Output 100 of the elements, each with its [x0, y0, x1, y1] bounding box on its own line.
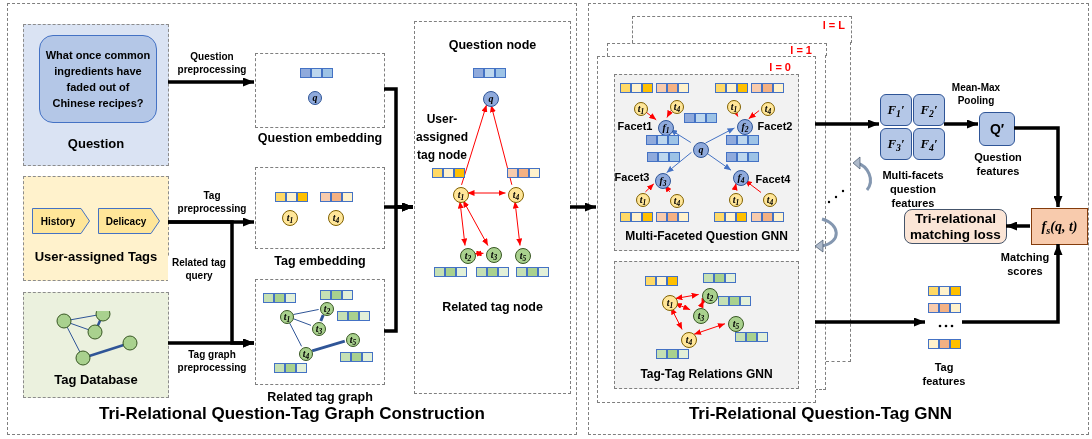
graph-edge: [311, 339, 346, 353]
feature-tile: F$_{1}$′: [880, 94, 912, 126]
graph-edge: [292, 318, 312, 326]
arrow: [693, 323, 726, 335]
arrow: [748, 110, 760, 120]
graph-edge: [288, 322, 303, 347]
arrow: [384, 202, 413, 333]
arrow: [462, 199, 489, 247]
panel-title: User-assigned Tags: [33, 247, 159, 266]
tag-node: t$_{1}$: [729, 193, 743, 207]
tag-node: t$_{3}$: [693, 308, 709, 324]
arrow: [467, 190, 506, 196]
arrow: [644, 183, 655, 193]
arrow: [570, 202, 596, 212]
tags-panel: [23, 176, 169, 281]
node-label: Question features: [973, 150, 1023, 178]
feature-tile: F$_{4}$′: [913, 128, 945, 160]
arrow: [490, 104, 513, 186]
facet-label: Facet3: [613, 170, 651, 184]
tag-node: t$_{5}$: [515, 248, 531, 264]
arrow: [744, 179, 762, 193]
tag-node: t$_{3}$: [312, 322, 326, 336]
loss-box: Tri-relational matching loss: [904, 209, 1007, 244]
question-node: q: [308, 91, 322, 105]
tag-chevron: History: [32, 208, 90, 234]
arrow: [1006, 221, 1030, 231]
section-label: Related tag node: [441, 299, 544, 316]
arrow: [461, 104, 488, 186]
arrow: [962, 244, 1063, 324]
facet-node: f$_{4}$: [733, 170, 749, 186]
graph-edge: [319, 314, 325, 322]
tag-node: t$_{4}$: [670, 100, 684, 114]
facet-label: Facet2: [757, 119, 793, 133]
tag-node: t$_{1}$: [727, 100, 741, 114]
arrow: [664, 184, 672, 193]
tag-node: t$_{1}$: [636, 193, 650, 207]
arrow: [815, 119, 879, 129]
question-panel: [23, 24, 169, 166]
tag-database-panel: [23, 292, 169, 398]
tag-node: t$_{2}$: [460, 248, 476, 264]
feature-tile: F$_{2}$′: [913, 94, 945, 126]
tag-node: t$_{4}$: [299, 347, 313, 361]
question-node: q: [693, 142, 709, 158]
graph-edge: [292, 308, 320, 316]
tag-node: t$_{4}$: [328, 210, 344, 226]
arrow: [666, 109, 673, 118]
question-bubble: What once common ingredients have faded out of Chinese recipes?: [39, 35, 157, 123]
node-label: Matching scores: [999, 250, 1051, 278]
layer-label: l = 0: [769, 60, 791, 75]
node-label: Tag features: [921, 360, 967, 388]
tag-node: t$_{5}$: [346, 333, 360, 347]
arrow: [674, 292, 700, 301]
panel-title: Question: [66, 134, 126, 153]
tag-node: t$_{2}$: [702, 288, 718, 304]
gnn-module-panel: [614, 261, 799, 389]
tag-node: t$_{1}$: [280, 310, 294, 324]
tag-node: t$_{4}$: [681, 332, 697, 348]
tag-node: t$_{1}$: [453, 187, 469, 203]
tag-node: t$_{4}$: [763, 193, 777, 207]
tag-node: t$_{1}$: [282, 210, 298, 226]
panel-title: Tri-Relational Question-Tag GNN: [687, 402, 954, 425]
caption: Multi-facets question features: [881, 168, 945, 210]
panel-title: Tag-Tag Relations GNN: [639, 366, 774, 383]
section-label: User-assigned tag node: [415, 111, 469, 164]
feature-tile: F$_{3}$′: [880, 128, 912, 160]
facet-node: f$_{2}$: [737, 119, 753, 135]
tag-node: t$_{1}$: [634, 102, 648, 116]
arrow: [705, 127, 735, 144]
facet-node: f$_{1}$: [658, 120, 674, 136]
gnn-panel: [588, 3, 1089, 435]
arrow: [474, 250, 484, 257]
arrow: [666, 151, 692, 174]
facet-label: Facet4: [755, 172, 791, 186]
question-node: q: [483, 91, 499, 107]
facet-label: Facet1: [616, 119, 654, 133]
layer-card: [597, 56, 816, 403]
tag-node: t$_{3}$: [486, 247, 502, 263]
layer-card: l = L: [632, 16, 852, 43]
tag-chevron: Delicacy: [98, 208, 160, 234]
arrow: [457, 200, 468, 247]
arrow: [731, 182, 738, 191]
tag-node: t$_{4}$: [508, 187, 524, 203]
tag-node: t$_{5}$: [728, 316, 744, 332]
panel-title: Question embedding: [256, 130, 384, 148]
panel-title: Multi-Faceted Question GNN: [624, 228, 789, 245]
tag-node: t$_{2}$: [320, 302, 334, 316]
tag-node: t$_{4}$: [761, 102, 775, 116]
panel-title: Tag Database: [53, 370, 139, 389]
arrow: [815, 317, 925, 327]
section-label: Question node: [447, 37, 538, 54]
panel-title: Tag embedding: [273, 253, 367, 271]
tag-node: t$_{1}$: [662, 295, 678, 311]
arrow: [1014, 126, 1063, 207]
facet-node: f$_{3}$: [655, 173, 671, 189]
arrow: [944, 119, 978, 129]
score-function-box: f$_{s}$(q, t): [1031, 208, 1088, 245]
tag-node: t$_{4}$: [670, 194, 684, 208]
arrow: [168, 338, 254, 348]
arrow: [168, 77, 254, 87]
feature-tile: Q′: [979, 112, 1015, 146]
